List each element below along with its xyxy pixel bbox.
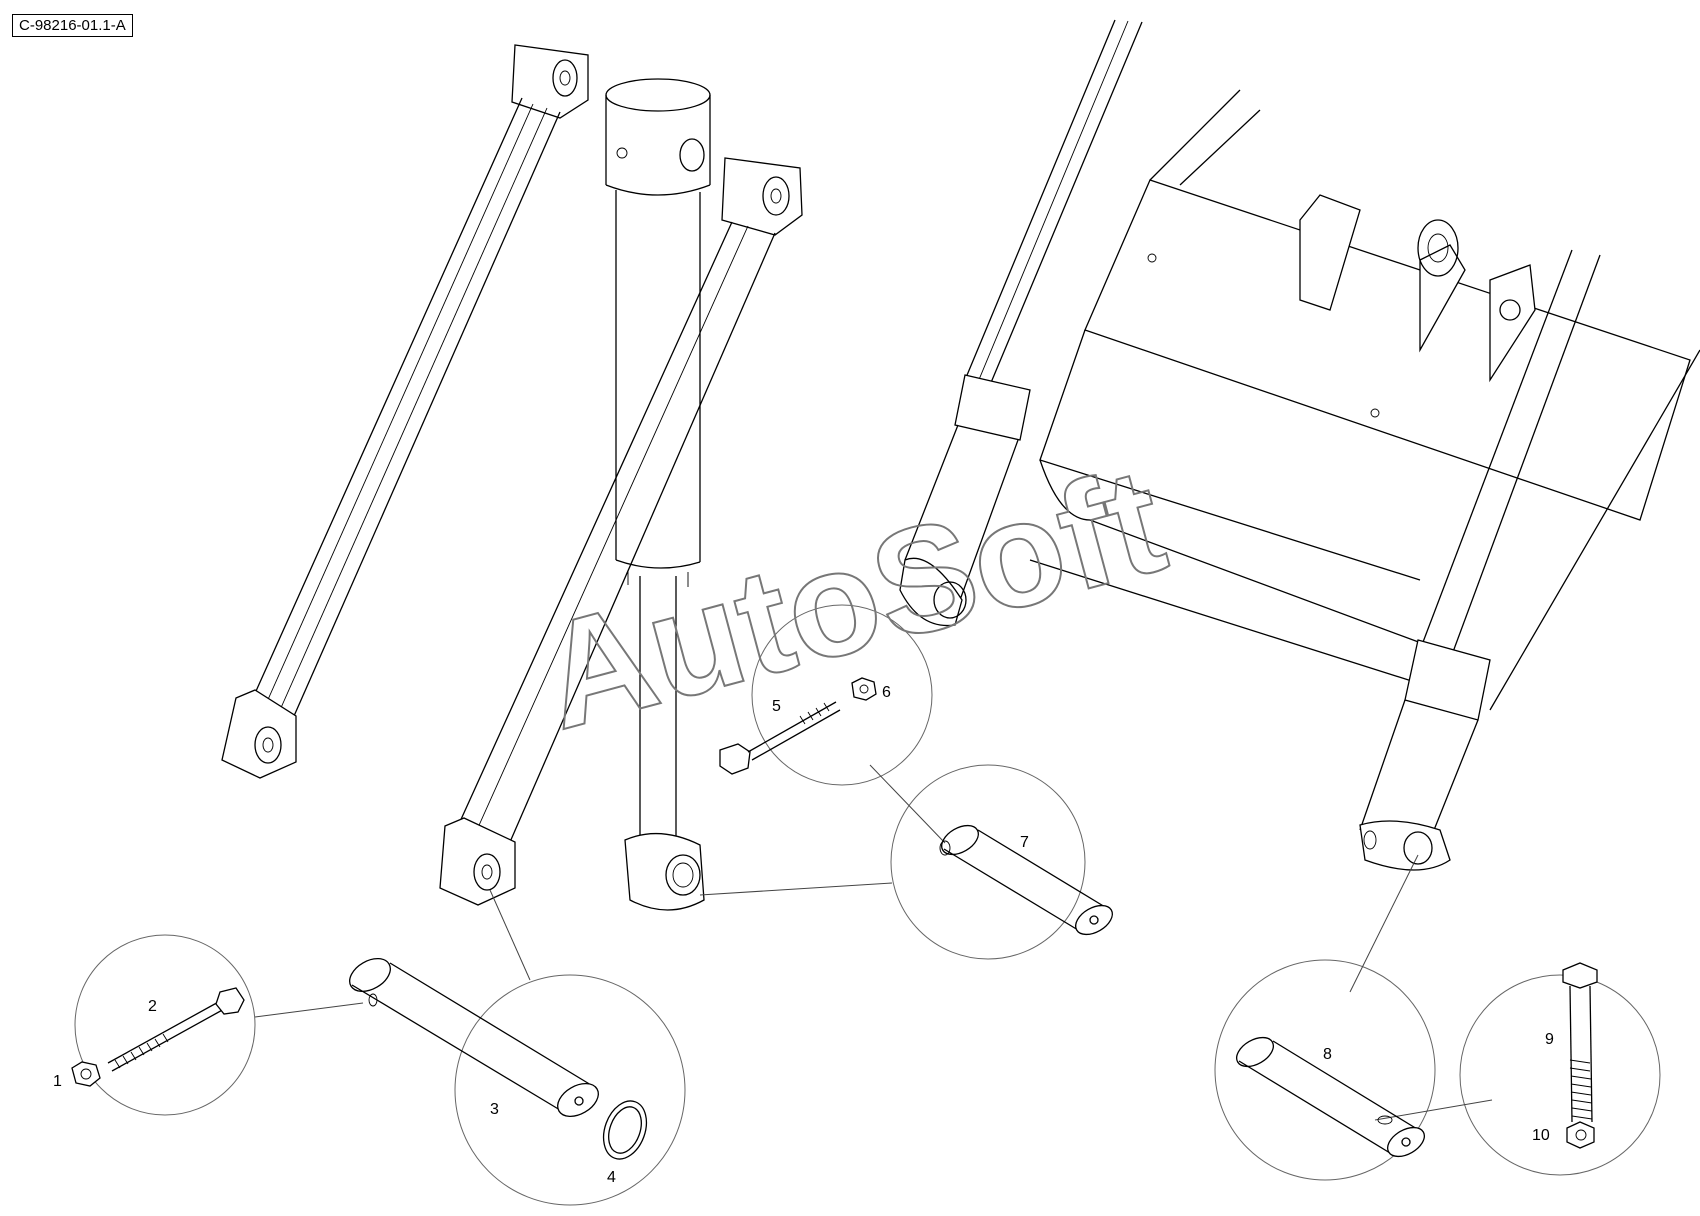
part-1-nut: [71, 1061, 101, 1087]
boom-frame-assembly: [899, 19, 1700, 871]
watermark: AutoSoft: [525, 435, 1180, 761]
part-7-pin: [939, 824, 1113, 936]
part-8-pin: [1236, 1036, 1425, 1158]
callout-4: 4: [607, 1169, 616, 1186]
part-10-nut: [1566, 1121, 1595, 1149]
middle-link-rod: [439, 157, 803, 906]
callout-7: 7: [1020, 834, 1029, 851]
callout-3: 3: [490, 1101, 499, 1118]
callout-2: 2: [148, 998, 157, 1015]
central-hydraulic-cylinder: [605, 78, 711, 911]
part-5-bolt: [719, 701, 841, 775]
part-4-retaining-ring: [602, 1100, 648, 1160]
callout-1: 1: [53, 1073, 62, 1090]
drawing-reference-label: C-98216-01.1-A: [12, 14, 133, 37]
left-link-rod: [221, 44, 589, 779]
part-6-nut: [851, 677, 877, 701]
part-3-pin: [349, 957, 599, 1118]
callout-6: 6: [882, 684, 891, 701]
callout-5: 5: [772, 698, 781, 715]
callout-9: 9: [1545, 1031, 1554, 1048]
callout-8: 8: [1323, 1046, 1332, 1063]
callout-10: 10: [1532, 1127, 1550, 1144]
detail-circles: [74, 604, 1661, 1206]
part-9-bolt: [1562, 962, 1598, 1123]
leader-lines: [254, 764, 1493, 1121]
part-2-bolt: [107, 987, 245, 1072]
